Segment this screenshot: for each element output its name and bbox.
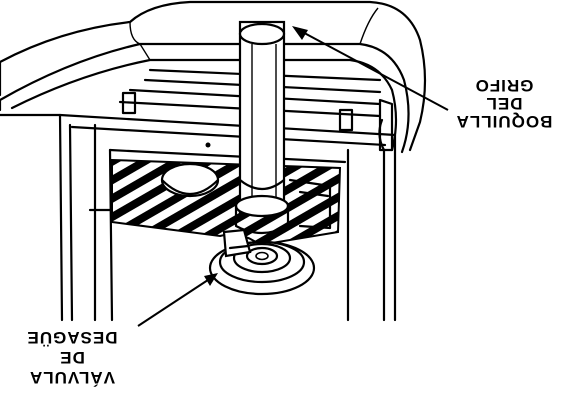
- nozzle-arrowhead: [292, 26, 308, 40]
- valve-arrowhead: [204, 273, 218, 286]
- faucet-nozzle-label-line-1: BOQUILLA: [456, 112, 553, 131]
- nozzle-leader-line: [294, 27, 449, 111]
- faucet-nozzle-label-line-3: GRIFO: [475, 76, 534, 95]
- drain-valve-label-line-3: DESAGÜE: [26, 328, 117, 347]
- faucet-nozzle-label-line-2: DEL: [486, 94, 523, 113]
- lid-rim: [0, 0, 427, 154]
- faucet-nozzle-label: BOQUILLA DEL GRIFO: [456, 76, 553, 131]
- label-leaders: [137, 26, 449, 327]
- valve-leader-line: [137, 275, 215, 327]
- faucet-nozzle: [234, 20, 290, 235]
- drain-valve-label-line-1: VÁLVULA: [29, 368, 115, 387]
- drain-valve-label: VÁLVULA DE DESAGÜE: [26, 328, 117, 387]
- appliance-body: [0, 113, 397, 322]
- drain-valve: [208, 228, 316, 296]
- drain-valve-label-line-2: DE: [59, 348, 85, 367]
